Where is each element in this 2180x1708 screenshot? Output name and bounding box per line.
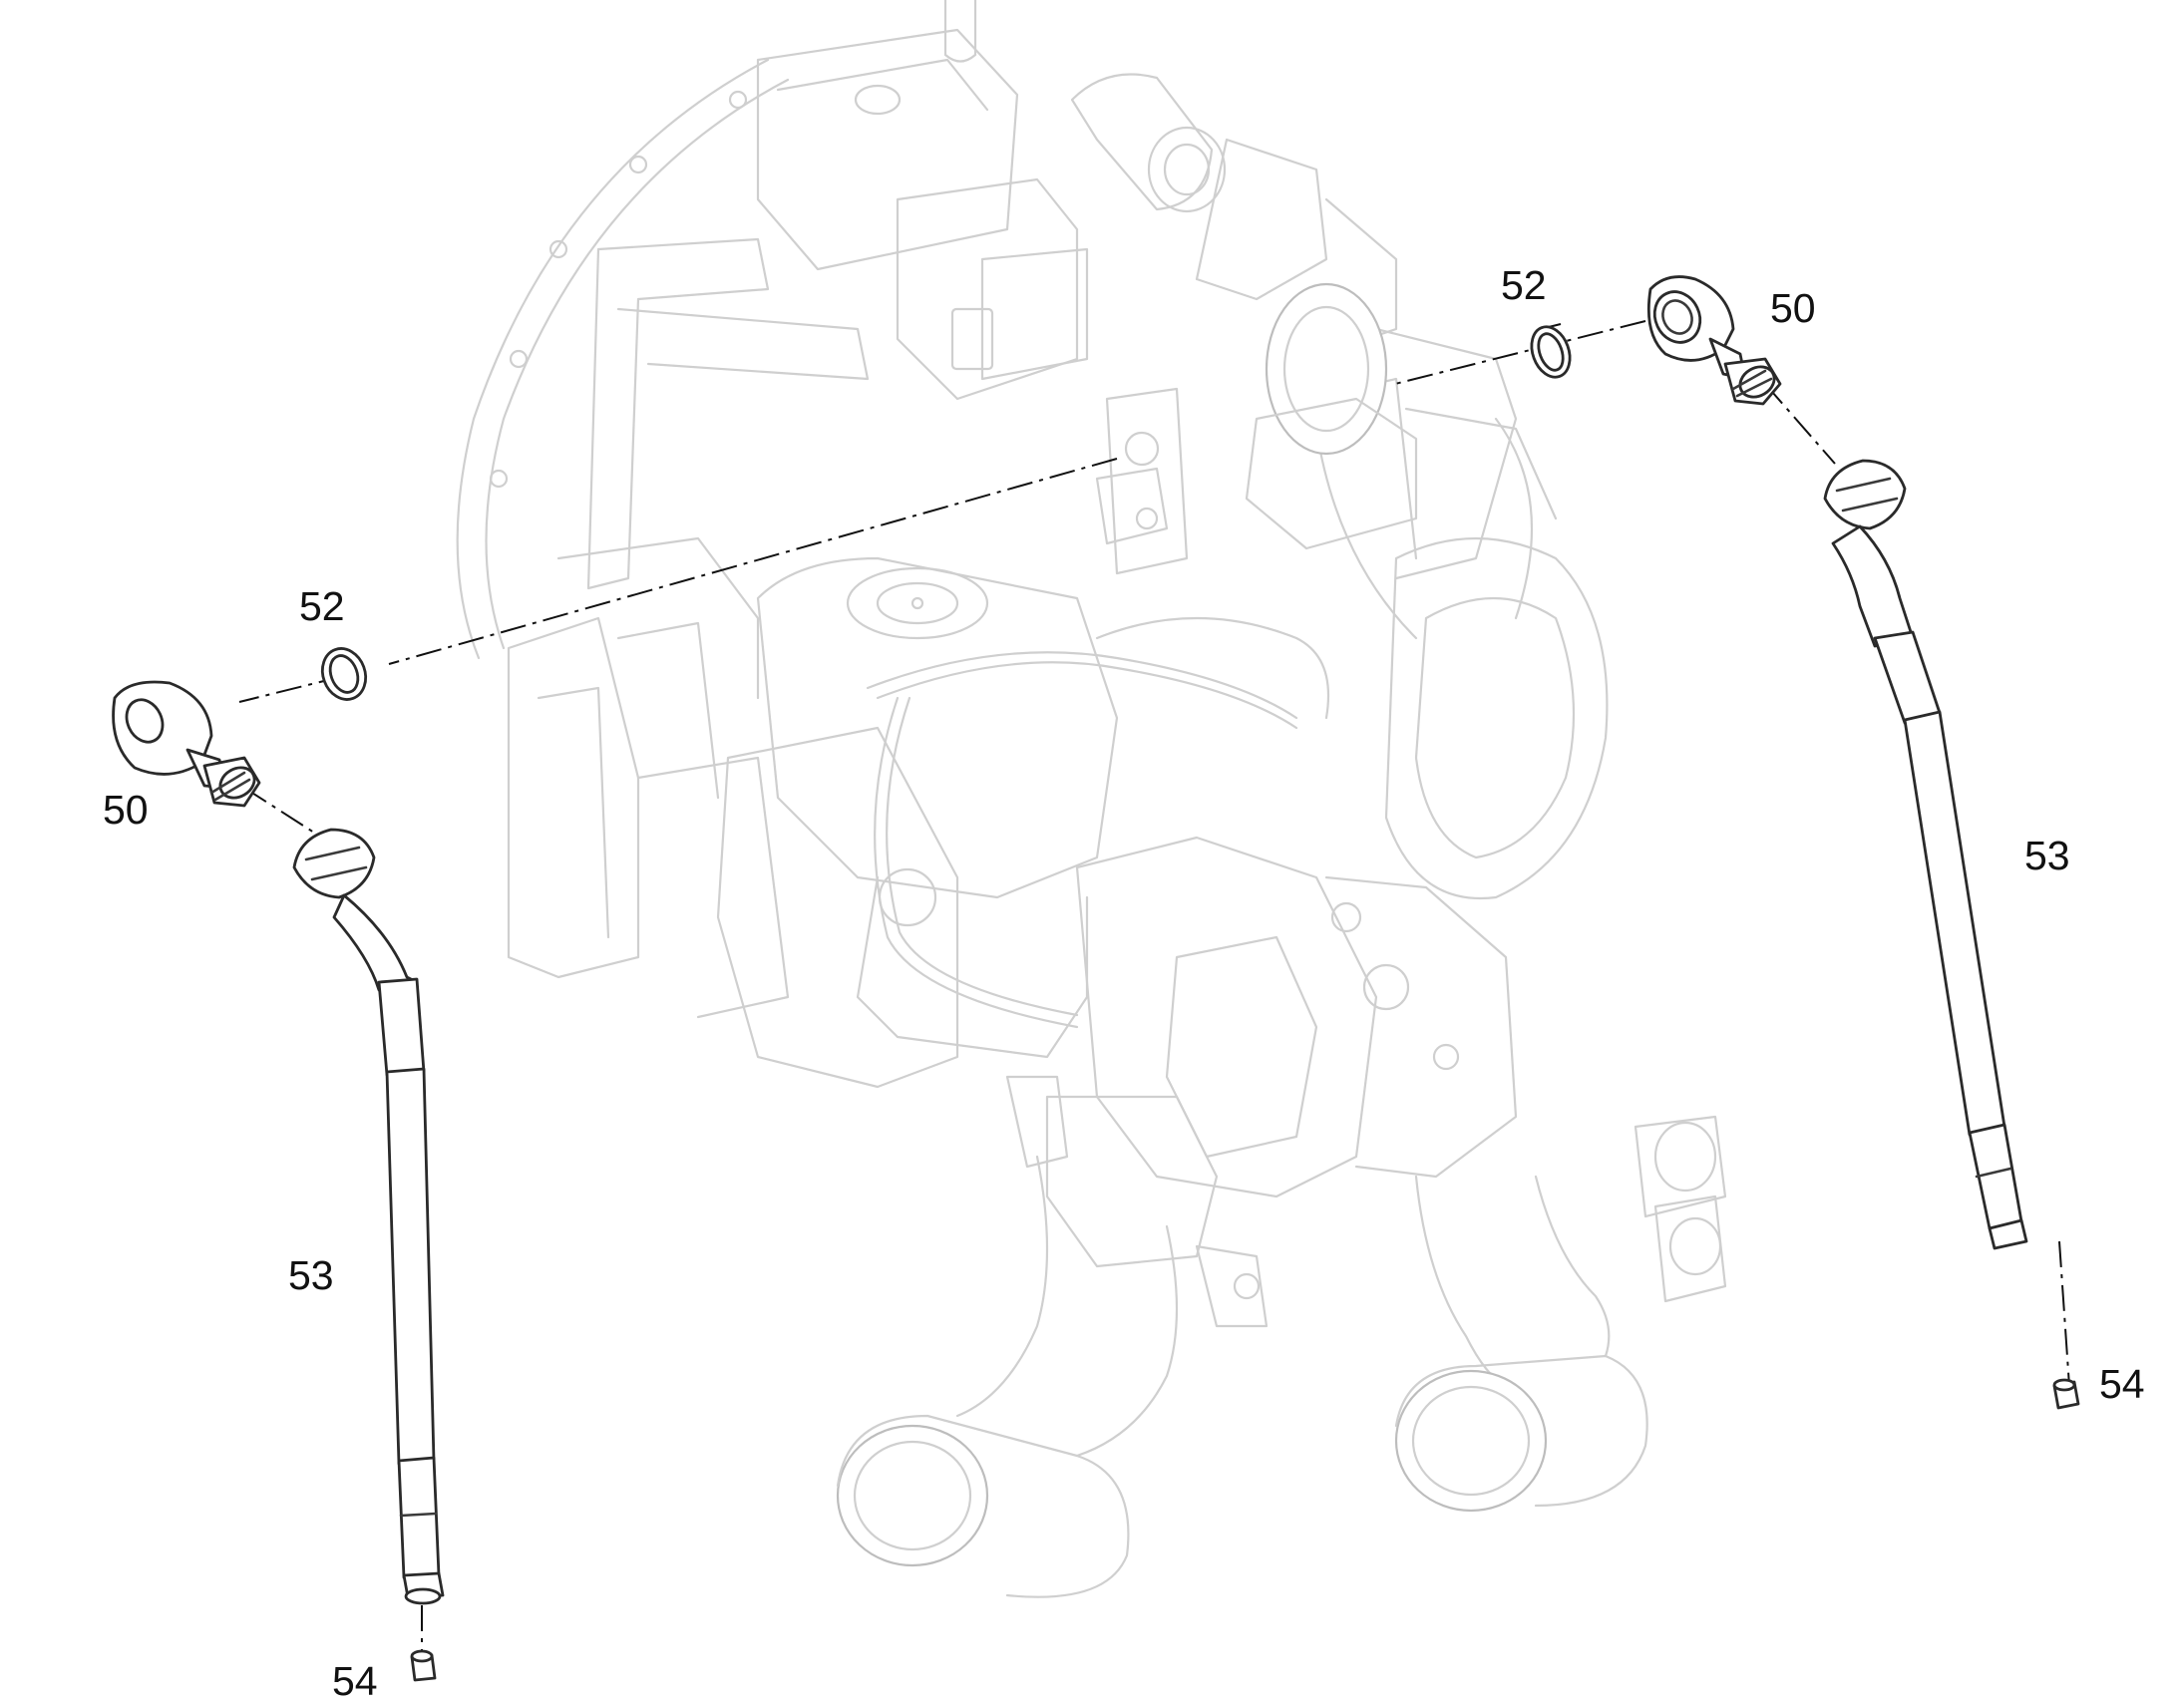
- plug-left: [410, 1649, 437, 1682]
- callout-54-left: 54: [332, 1658, 378, 1704]
- callout-53-left: 53: [288, 1252, 334, 1298]
- right-hose-set: [1530, 275, 2080, 1410]
- callout-labels: 52 50 52 50 53 53 54 54: [103, 262, 2145, 1704]
- banjo-fitting-left: [112, 680, 261, 808]
- callout-52-right: 52: [1501, 262, 1547, 308]
- transmission-assembly: [456, 0, 1727, 1598]
- o-ring-right: [1530, 325, 1572, 379]
- callout-52-left: 52: [299, 583, 345, 629]
- plug-right: [2052, 1378, 2080, 1410]
- o-ring-left: [320, 647, 368, 701]
- callout-50-left: 50: [103, 787, 149, 833]
- left-hose-set: [112, 647, 445, 1682]
- callout-53-right: 53: [2024, 833, 2070, 878]
- callout-50-right: 50: [1770, 285, 1816, 331]
- hose-left: [292, 828, 445, 1605]
- assembly-center-lines: [238, 320, 2070, 1653]
- banjo-fitting-right: [1646, 275, 1782, 406]
- callout-54-right: 54: [2099, 1361, 2145, 1407]
- hose-right: [1823, 459, 2028, 1250]
